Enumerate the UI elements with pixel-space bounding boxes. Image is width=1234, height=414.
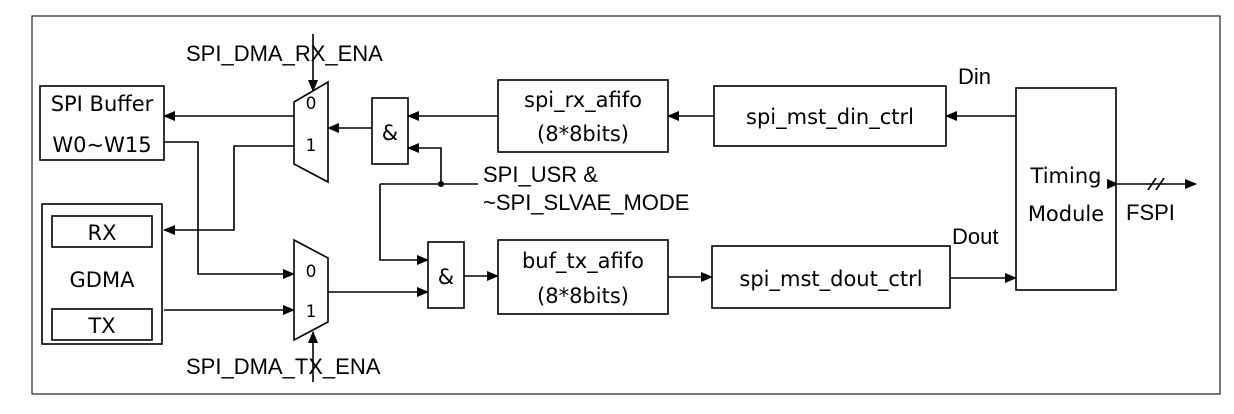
gdma-tx-label: TX bbox=[87, 314, 115, 338]
timing-module-block: Timing Module bbox=[1015, 87, 1117, 291]
spi-mst-dout-ctrl-block: spi_mst_dout_ctrl bbox=[711, 245, 951, 309]
rx-and-gate-label: & bbox=[382, 121, 398, 145]
spi-rx-afifo-size-label: (8*8bits) bbox=[537, 122, 629, 146]
tx-mux-input-0-label: 0 bbox=[306, 262, 317, 282]
spi-buffer-range-label: W0~W15 bbox=[52, 133, 151, 157]
tx-and-gate-label: & bbox=[438, 265, 454, 289]
wires bbox=[163, 34, 1197, 382]
gdma-tx-box bbox=[51, 308, 153, 341]
buf-tx-afifo-size-label: (8*8bits) bbox=[537, 284, 629, 308]
spi-mst-din-ctrl-label: spi_mst_din_ctrl bbox=[746, 105, 914, 130]
control-junction-dot bbox=[438, 181, 444, 187]
buf-tx-afifo-block: buf_tx_afifo (8*8bits) bbox=[497, 239, 669, 315]
spi-buffer-label: SPI Buffer bbox=[51, 92, 154, 116]
spi-rx-afifo-block: spi_rx_afifo (8*8bits) bbox=[497, 79, 669, 153]
buf-tx-afifo-label: buf_tx_afifo bbox=[522, 249, 644, 274]
spi-mst-dout-ctrl-label: spi_mst_dout_ctrl bbox=[739, 267, 922, 292]
tx-dma-ena-signal: SPI_DMA_TX_ENA bbox=[186, 354, 381, 379]
rx-mux-input-1-label: 1 bbox=[306, 136, 317, 156]
fspi-signal: FSPI bbox=[1126, 200, 1175, 225]
gdma-label: GDMA bbox=[70, 268, 136, 292]
tx-mux: 0 1 bbox=[293, 238, 329, 342]
rx-dma-ena-signal: SPI_DMA_RX_ENA bbox=[186, 41, 383, 66]
gdma-rx-box bbox=[51, 215, 153, 248]
tx-and-gate: & bbox=[427, 241, 465, 309]
spi-rx-afifo-label: spi_rx_afifo bbox=[524, 88, 642, 113]
gdma-block: RX GDMA TX bbox=[41, 203, 163, 345]
tx-mux-input-1-label: 1 bbox=[306, 302, 317, 322]
gdma-rx-label: RX bbox=[88, 221, 117, 245]
rx-and-gate: & bbox=[371, 97, 409, 165]
rx-mux-input-0-label: 0 bbox=[306, 94, 317, 114]
timing-module-label-line2: Module bbox=[1028, 202, 1104, 226]
spi-buffer-block: SPI Buffer W0~W15 bbox=[39, 85, 165, 161]
din-signal: Din bbox=[958, 64, 991, 89]
dout-signal: Dout bbox=[952, 224, 998, 249]
timing-module-label-line1: Timing bbox=[1030, 164, 1102, 188]
usr-mode-signal-line2: ~SPI_SLVAE_MODE bbox=[483, 190, 689, 215]
usr-mode-signal-line1: SPI_USR & bbox=[483, 162, 598, 187]
spi-mst-din-ctrl-block: spi_mst_din_ctrl bbox=[713, 85, 947, 147]
